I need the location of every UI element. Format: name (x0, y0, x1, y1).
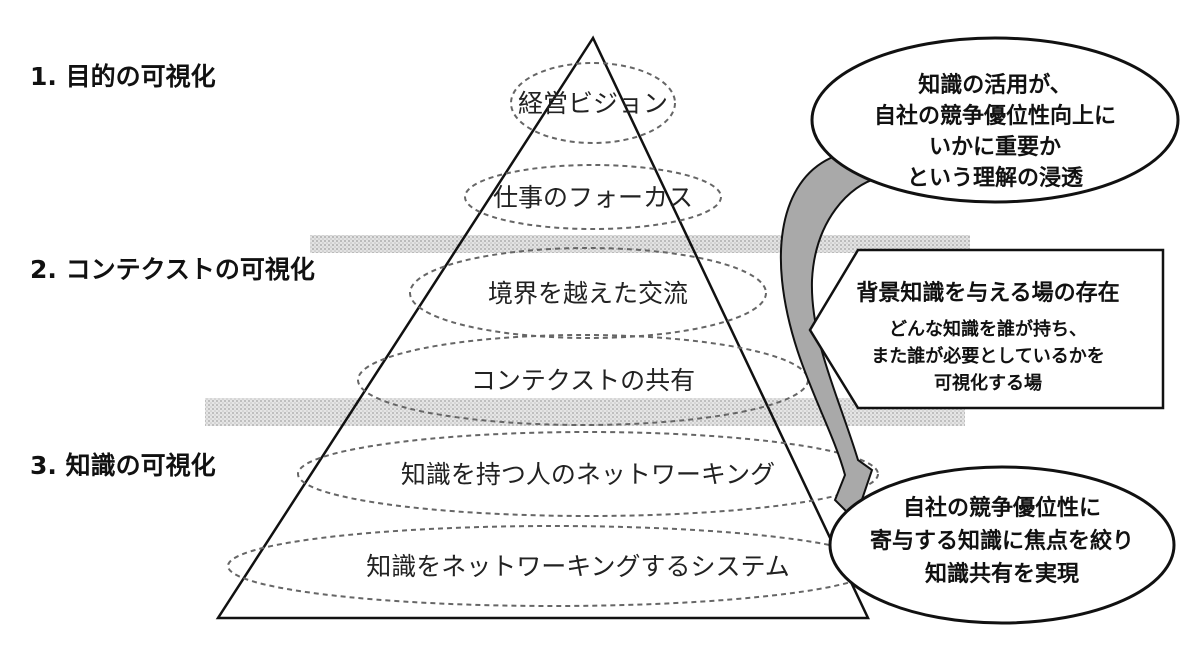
callout-middle-title: 背景知識を与える場の存在 (856, 280, 1119, 306)
callout-top-line-2: 自社の競争優位性向上に (874, 103, 1116, 129)
layer-label-work-focus: 仕事のフォーカス (493, 183, 693, 212)
callout-bottom-line-3: 知識共有を実現 (925, 561, 1079, 587)
layer-label-management-vision: 経営ビジョン (518, 89, 668, 118)
callout-top-line-4: という理解の浸透 (907, 165, 1084, 191)
level-label-context: 2. コンテクストの可視化 (30, 255, 315, 284)
level-label-purpose: 1. 目的の可視化 (30, 62, 216, 91)
layer-label-cross-boundary-exchange: 境界を越えた交流 (488, 279, 688, 308)
layer-ellipse-1 (510, 62, 676, 144)
separator-band-lower (205, 398, 965, 426)
curved-arrow (779, 148, 880, 522)
callout-middle-box (808, 248, 1165, 410)
callout-middle-line-1: どんな知識を誰が持ち、 (889, 318, 1087, 340)
layer-label-knowledge-system: 知識をネットワーキングするシステム (366, 552, 790, 581)
layer-label-context-sharing: コンテクストの共有 (471, 366, 695, 395)
level-label-knowledge: 3. 知識の可視化 (30, 451, 216, 480)
layer-label-people-networking: 知識を持つ人のネットワーキング (401, 460, 775, 489)
pyramid-outline (215, 35, 870, 620)
layer-ellipse-2 (464, 164, 722, 230)
callout-top-line-1: 知識の活用が、 (918, 72, 1072, 98)
callout-top-bubble (810, 36, 1180, 204)
callout-bottom-bubble (828, 465, 1176, 625)
callout-middle-line-3: 可視化する場 (934, 372, 1042, 394)
callout-middle-line-2: また誰が必要としているかを (871, 345, 1104, 367)
callout-bottom-line-1: 自社の競争優位性に (903, 495, 1101, 521)
layer-ellipse-3 (409, 247, 767, 339)
callout-bottom-line-2: 寄与する知識に焦点を絞り (870, 528, 1134, 554)
layer-ellipse-5 (297, 431, 879, 517)
callout-top-line-3: いかに重要か (929, 135, 1061, 160)
